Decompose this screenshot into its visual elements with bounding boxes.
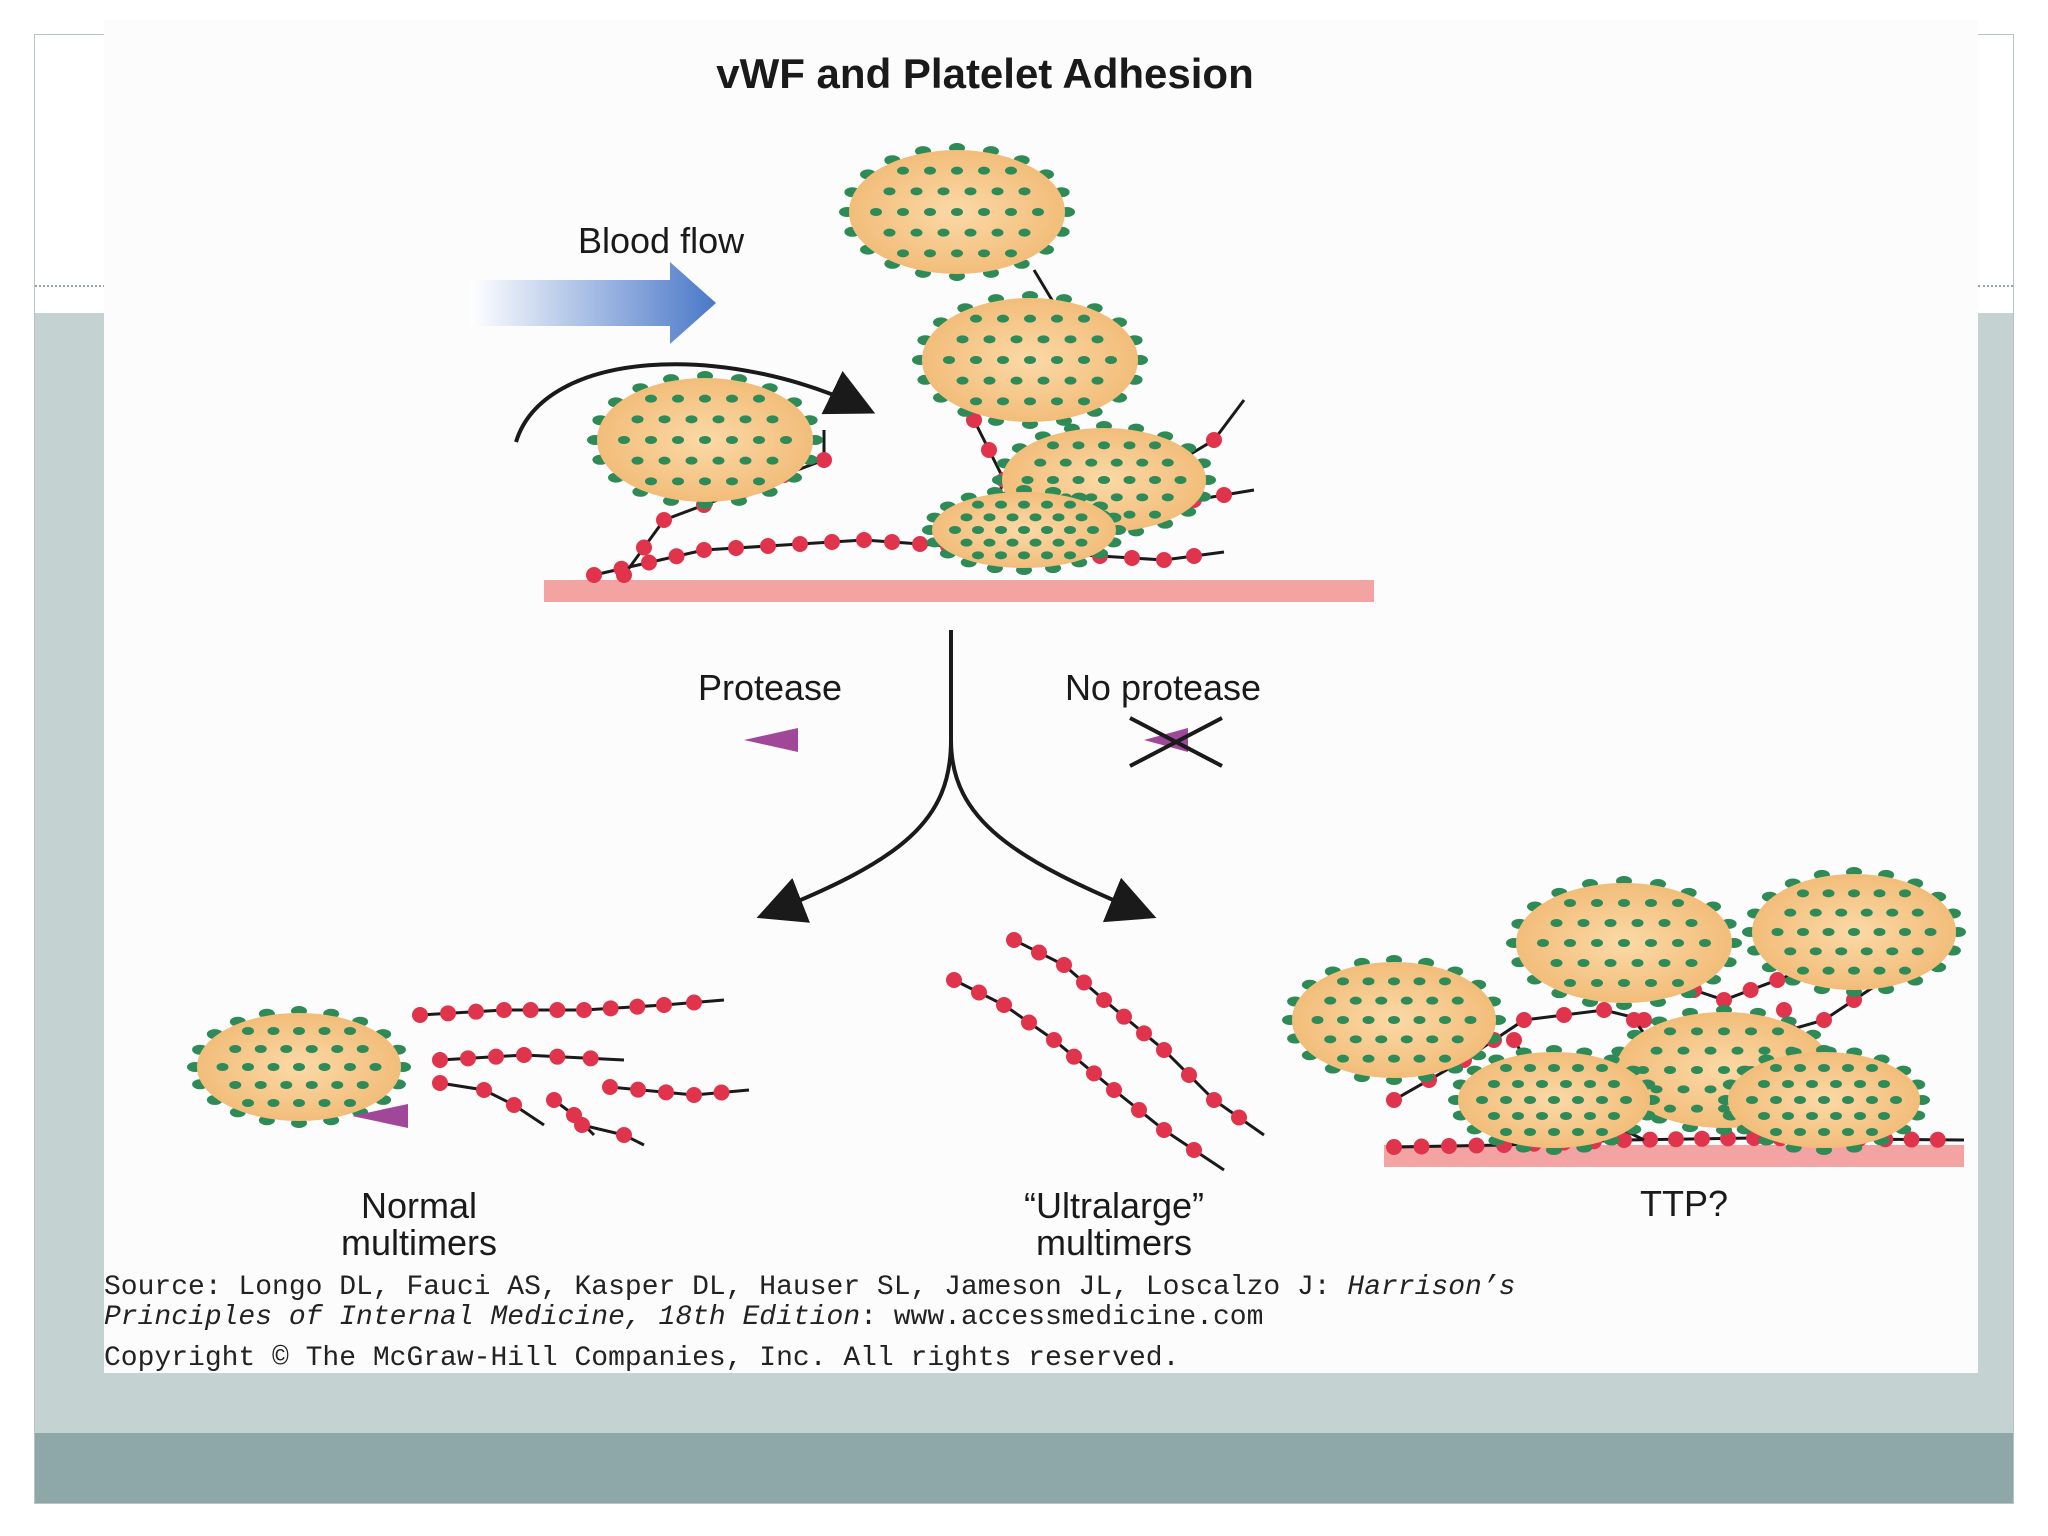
protease-label: Protease (698, 667, 842, 708)
platelet (912, 291, 1148, 429)
vessel-wall-top (544, 580, 1374, 602)
platelet (1742, 867, 1966, 997)
platelet (187, 1006, 411, 1128)
vwf-strand (432, 1047, 625, 1068)
cross-icon (1129, 716, 1223, 768)
vwf-strand (602, 1079, 750, 1103)
platelet (1448, 1045, 1660, 1155)
platelet (1506, 876, 1742, 1010)
protease-triangle-icon (744, 728, 798, 752)
blood-flow-arrow-icon (470, 262, 716, 344)
no-protease-branch-arrow-icon (949, 739, 1157, 923)
divider-left (35, 285, 105, 287)
ttp-label: TTP? (1640, 1183, 1728, 1224)
normal-multimers-label-2: multimers (341, 1222, 497, 1263)
source-url: : www.accessmedicine.com (860, 1302, 1264, 1333)
vwf-strand (412, 994, 725, 1023)
slide-bottom-band (35, 1433, 2013, 1503)
vwf-diagram: vWF and Platelet Adhesion Blood flow Pro… (187, 50, 1966, 1263)
no-protease-label: No protease (1065, 667, 1261, 708)
platelet (922, 485, 1126, 575)
platelet (587, 371, 823, 509)
blood-flow-label: Blood flow (578, 220, 745, 261)
vwf-strand (1006, 932, 1265, 1137)
source-book-title: Harrison’s (1347, 1272, 1516, 1303)
vwf-strand (586, 532, 1225, 583)
vwf-strand (946, 972, 1225, 1172)
source-citation: Source: Longo DL, Fauci AS, Kasper DL, H… (104, 1273, 2004, 1333)
platelet (839, 143, 1075, 281)
diagram-title: vWF and Platelet Adhesion (716, 50, 1254, 97)
ultralarge-multimers-label-2: multimers (1036, 1222, 1192, 1263)
inactive-protease-triangle-icon (1144, 728, 1188, 752)
normal-multimers-label-1: Normal (361, 1185, 477, 1226)
platelets (187, 143, 1966, 1155)
source-prefix: Source: Longo DL, Fauci AS, Kasper DL, H… (104, 1272, 1331, 1303)
protease-cleaving-triangle-icon (352, 1104, 408, 1128)
rolling-arrow-icon (514, 362, 876, 443)
copyright-notice: Copyright © The McGraw-Hill Companies, I… (104, 1343, 1180, 1374)
vwf-strand (574, 1117, 645, 1147)
ultralarge-multimers-label-1: “Ultralarge” (1024, 1185, 1204, 1226)
source-book-title-2: Principles of Internal Medicine, 18th Ed… (104, 1302, 861, 1333)
divider-right (1978, 285, 2013, 287)
platelet (1282, 955, 1506, 1085)
protease-branch-arrow-icon (756, 630, 953, 923)
vwf-strand (432, 1075, 545, 1127)
platelet (1718, 1045, 1930, 1155)
figure-panel: vWF and Platelet Adhesion Blood flow Pro… (104, 20, 1978, 1373)
